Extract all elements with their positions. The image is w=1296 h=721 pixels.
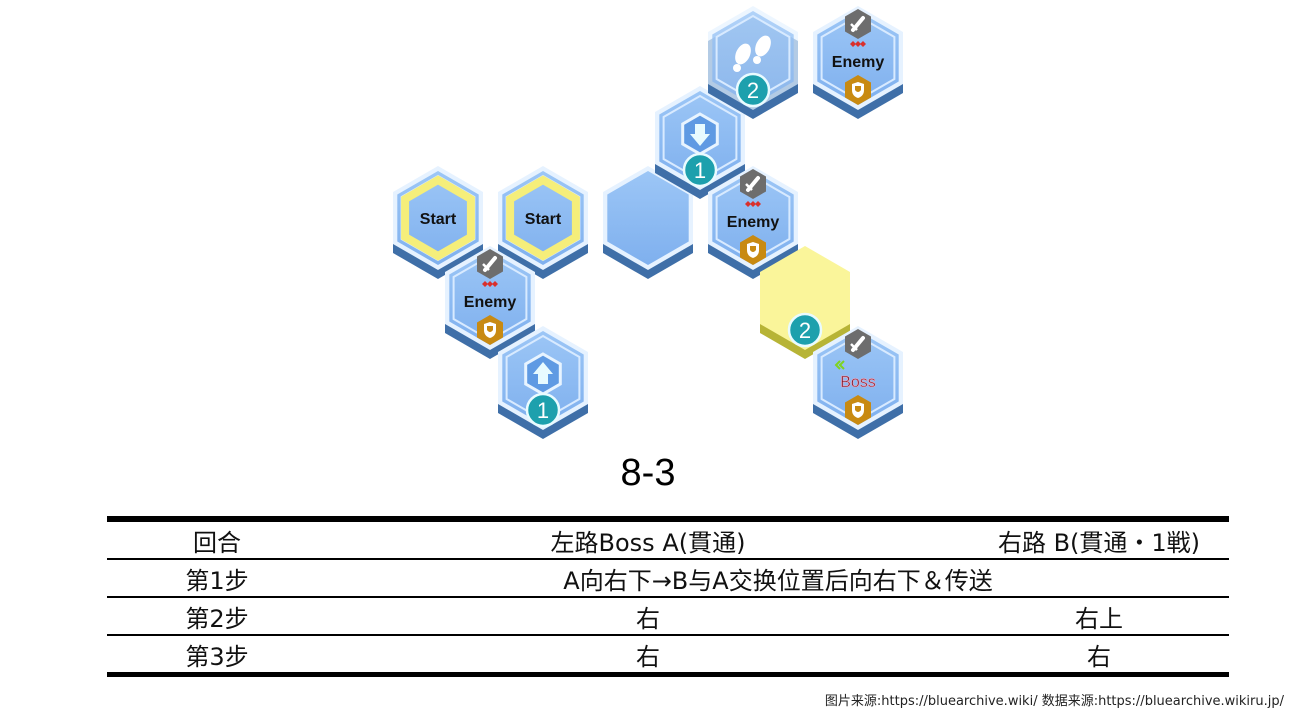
- arrow-down-icon: [681, 112, 719, 156]
- row-shared-action: A向右下→B与A交换位置后向右下＆传送: [327, 559, 1229, 598]
- sword-icon: [477, 249, 503, 279]
- shield-icon: [845, 75, 871, 105]
- warp-badge: 1: [682, 152, 718, 188]
- warp-badge: 1: [525, 392, 561, 428]
- route-table: 回合 左路Boss A(貫通) 右路 B(貫通・1戦) 第1步 A向右下→B与A…: [107, 516, 1229, 677]
- shield-icon: [845, 395, 871, 425]
- badge-number: 2: [747, 78, 759, 103]
- sword-icon: [845, 329, 871, 359]
- row-step-label: 第2步: [107, 597, 327, 636]
- tile-label: Boss: [840, 374, 876, 391]
- tile-plain[interactable]: [603, 166, 693, 279]
- tile-warp-up[interactable]: 1: [498, 326, 588, 439]
- stage-title: 8-3: [620, 452, 676, 494]
- row-step-label: 第3步: [107, 635, 327, 677]
- sword-icon: [845, 9, 871, 39]
- row-left-action: 右: [327, 635, 969, 677]
- badge-number: 2: [799, 318, 811, 343]
- row-step-label: 第1步: [107, 559, 327, 598]
- tile-label: Enemy: [464, 294, 517, 311]
- tile-highlight[interactable]: 2: [760, 246, 850, 359]
- warp-badge: 2: [735, 72, 771, 108]
- speed-marker-icon: [834, 360, 845, 370]
- row-left-action: 右: [327, 597, 969, 636]
- shield-icon: [477, 315, 503, 345]
- tile-start[interactable]: Start: [498, 166, 588, 279]
- row-right-action: 右上: [969, 597, 1229, 636]
- header-right-route: 右路 B(貫通・1戦): [969, 516, 1229, 560]
- danger-marker-icon: [482, 281, 498, 287]
- danger-marker-icon: [850, 41, 866, 47]
- danger-marker-icon: [745, 201, 761, 207]
- row-right-action: 右: [969, 635, 1229, 677]
- footsteps-icon: [733, 35, 771, 72]
- tile-boss[interactable]: Boss: [813, 326, 903, 439]
- shield-icon: [740, 235, 766, 265]
- badge-number: 1: [694, 158, 706, 183]
- table-header-row: 回合 左路Boss A(貫通) 右路 B(貫通・1戦): [107, 516, 1229, 560]
- badge-number: 1: [537, 398, 549, 423]
- tile-footsteps[interactable]: 2: [708, 6, 798, 119]
- table-row: 第3步 右 右: [107, 635, 1229, 677]
- sword-icon: [740, 169, 766, 199]
- tile-warp-down[interactable]: 1: [655, 86, 745, 199]
- warp-badge: 2: [787, 312, 823, 348]
- tile-label: Enemy: [832, 54, 885, 71]
- tile-enemy[interactable]: Enemy: [813, 6, 903, 119]
- header-turn: 回合: [107, 516, 327, 560]
- source-credit: 图片来源:https://bluearchive.wiki/ 数据来源:http…: [824, 694, 1284, 709]
- tile-start[interactable]: Start: [393, 166, 483, 279]
- table-row: 第2步 右 右上: [107, 597, 1229, 636]
- tile-enemy[interactable]: Enemy: [445, 246, 535, 359]
- table-row: 第1步 A向右下→B与A交换位置后向右下＆传送: [107, 559, 1229, 598]
- tile-enemy[interactable]: Enemy: [708, 166, 798, 279]
- tile-label: Start: [420, 211, 457, 228]
- arrow-up-icon: [524, 352, 562, 396]
- header-left-route: 左路Boss A(貫通): [327, 516, 969, 560]
- tile-label: Start: [525, 211, 562, 228]
- tile-label: Enemy: [727, 214, 780, 231]
